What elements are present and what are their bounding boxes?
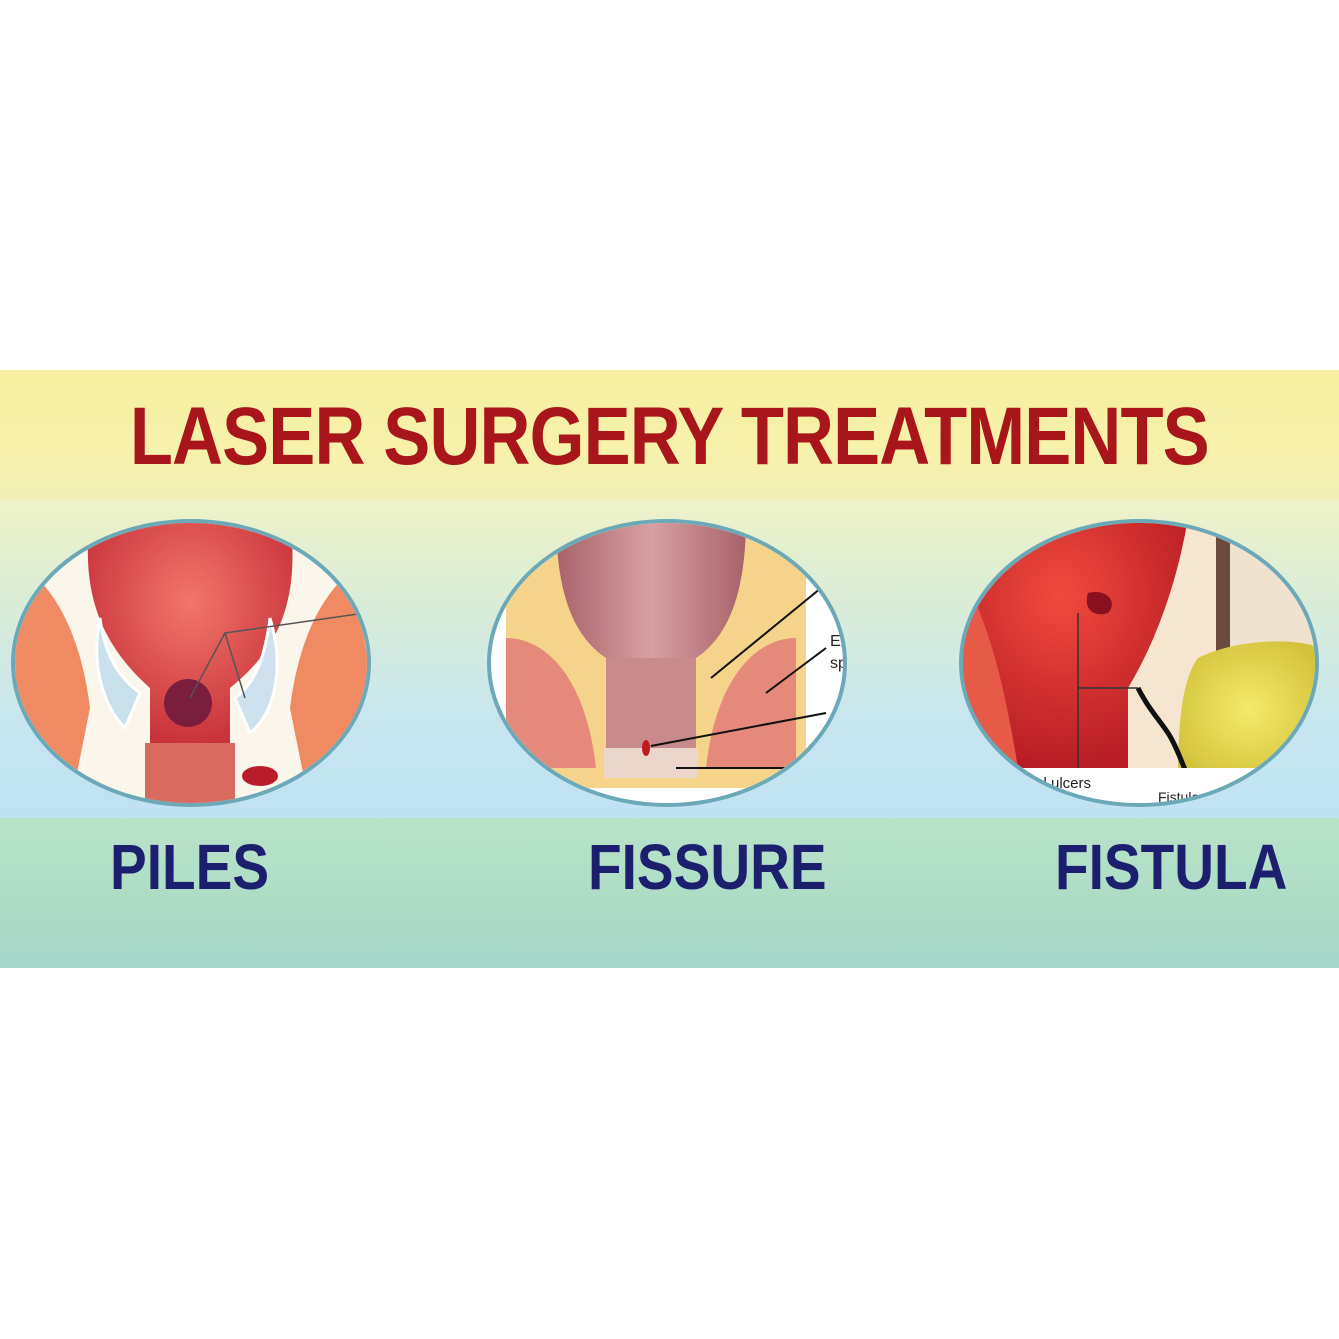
fistula-illustration: rtal ulcers Fistula: [958, 518, 1320, 808]
label-band: [0, 818, 1339, 968]
label-fissure: FISSURE: [588, 831, 827, 903]
fissure-callout-2: Ex: [830, 633, 848, 650]
banner-title: LASER SURGERY TREATMENTS: [129, 391, 1210, 482]
title-band: LASER SURGERY TREATMENTS: [0, 370, 1339, 500]
label-piles: PILES: [110, 831, 270, 903]
label-fistula: FISTULA: [1055, 831, 1288, 903]
treatments-banner: LASER SURGERY TREATMENTS: [0, 370, 1339, 968]
fissure-callout-3: spl: [830, 655, 848, 672]
piles-illustration: [10, 518, 372, 808]
fissure-illustration: S Ex spl A: [486, 518, 848, 808]
